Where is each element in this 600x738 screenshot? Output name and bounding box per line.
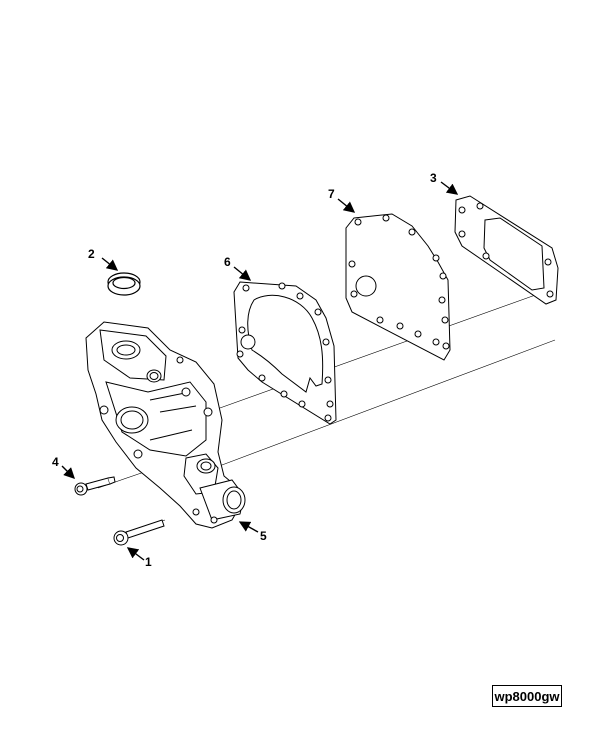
callout-6: 6 bbox=[224, 255, 231, 269]
leader-arrows bbox=[61, 181, 459, 561]
bolt-4 bbox=[74, 476, 116, 496]
plate-7 bbox=[345, 213, 451, 361]
callout-2: 2 bbox=[88, 247, 95, 261]
water-pump-housing bbox=[85, 321, 246, 529]
bolt-1 bbox=[113, 519, 165, 546]
o-ring-2 bbox=[107, 272, 141, 296]
callout-3: 3 bbox=[430, 171, 437, 185]
callout-7: 7 bbox=[328, 187, 335, 201]
figure-reference-code: wp8000gw bbox=[492, 685, 562, 707]
gasket-6 bbox=[233, 281, 337, 425]
gasket-3 bbox=[454, 195, 559, 305]
callout-1: 1 bbox=[145, 555, 152, 569]
callout-5: 5 bbox=[260, 529, 267, 543]
callout-4: 4 bbox=[52, 455, 59, 469]
